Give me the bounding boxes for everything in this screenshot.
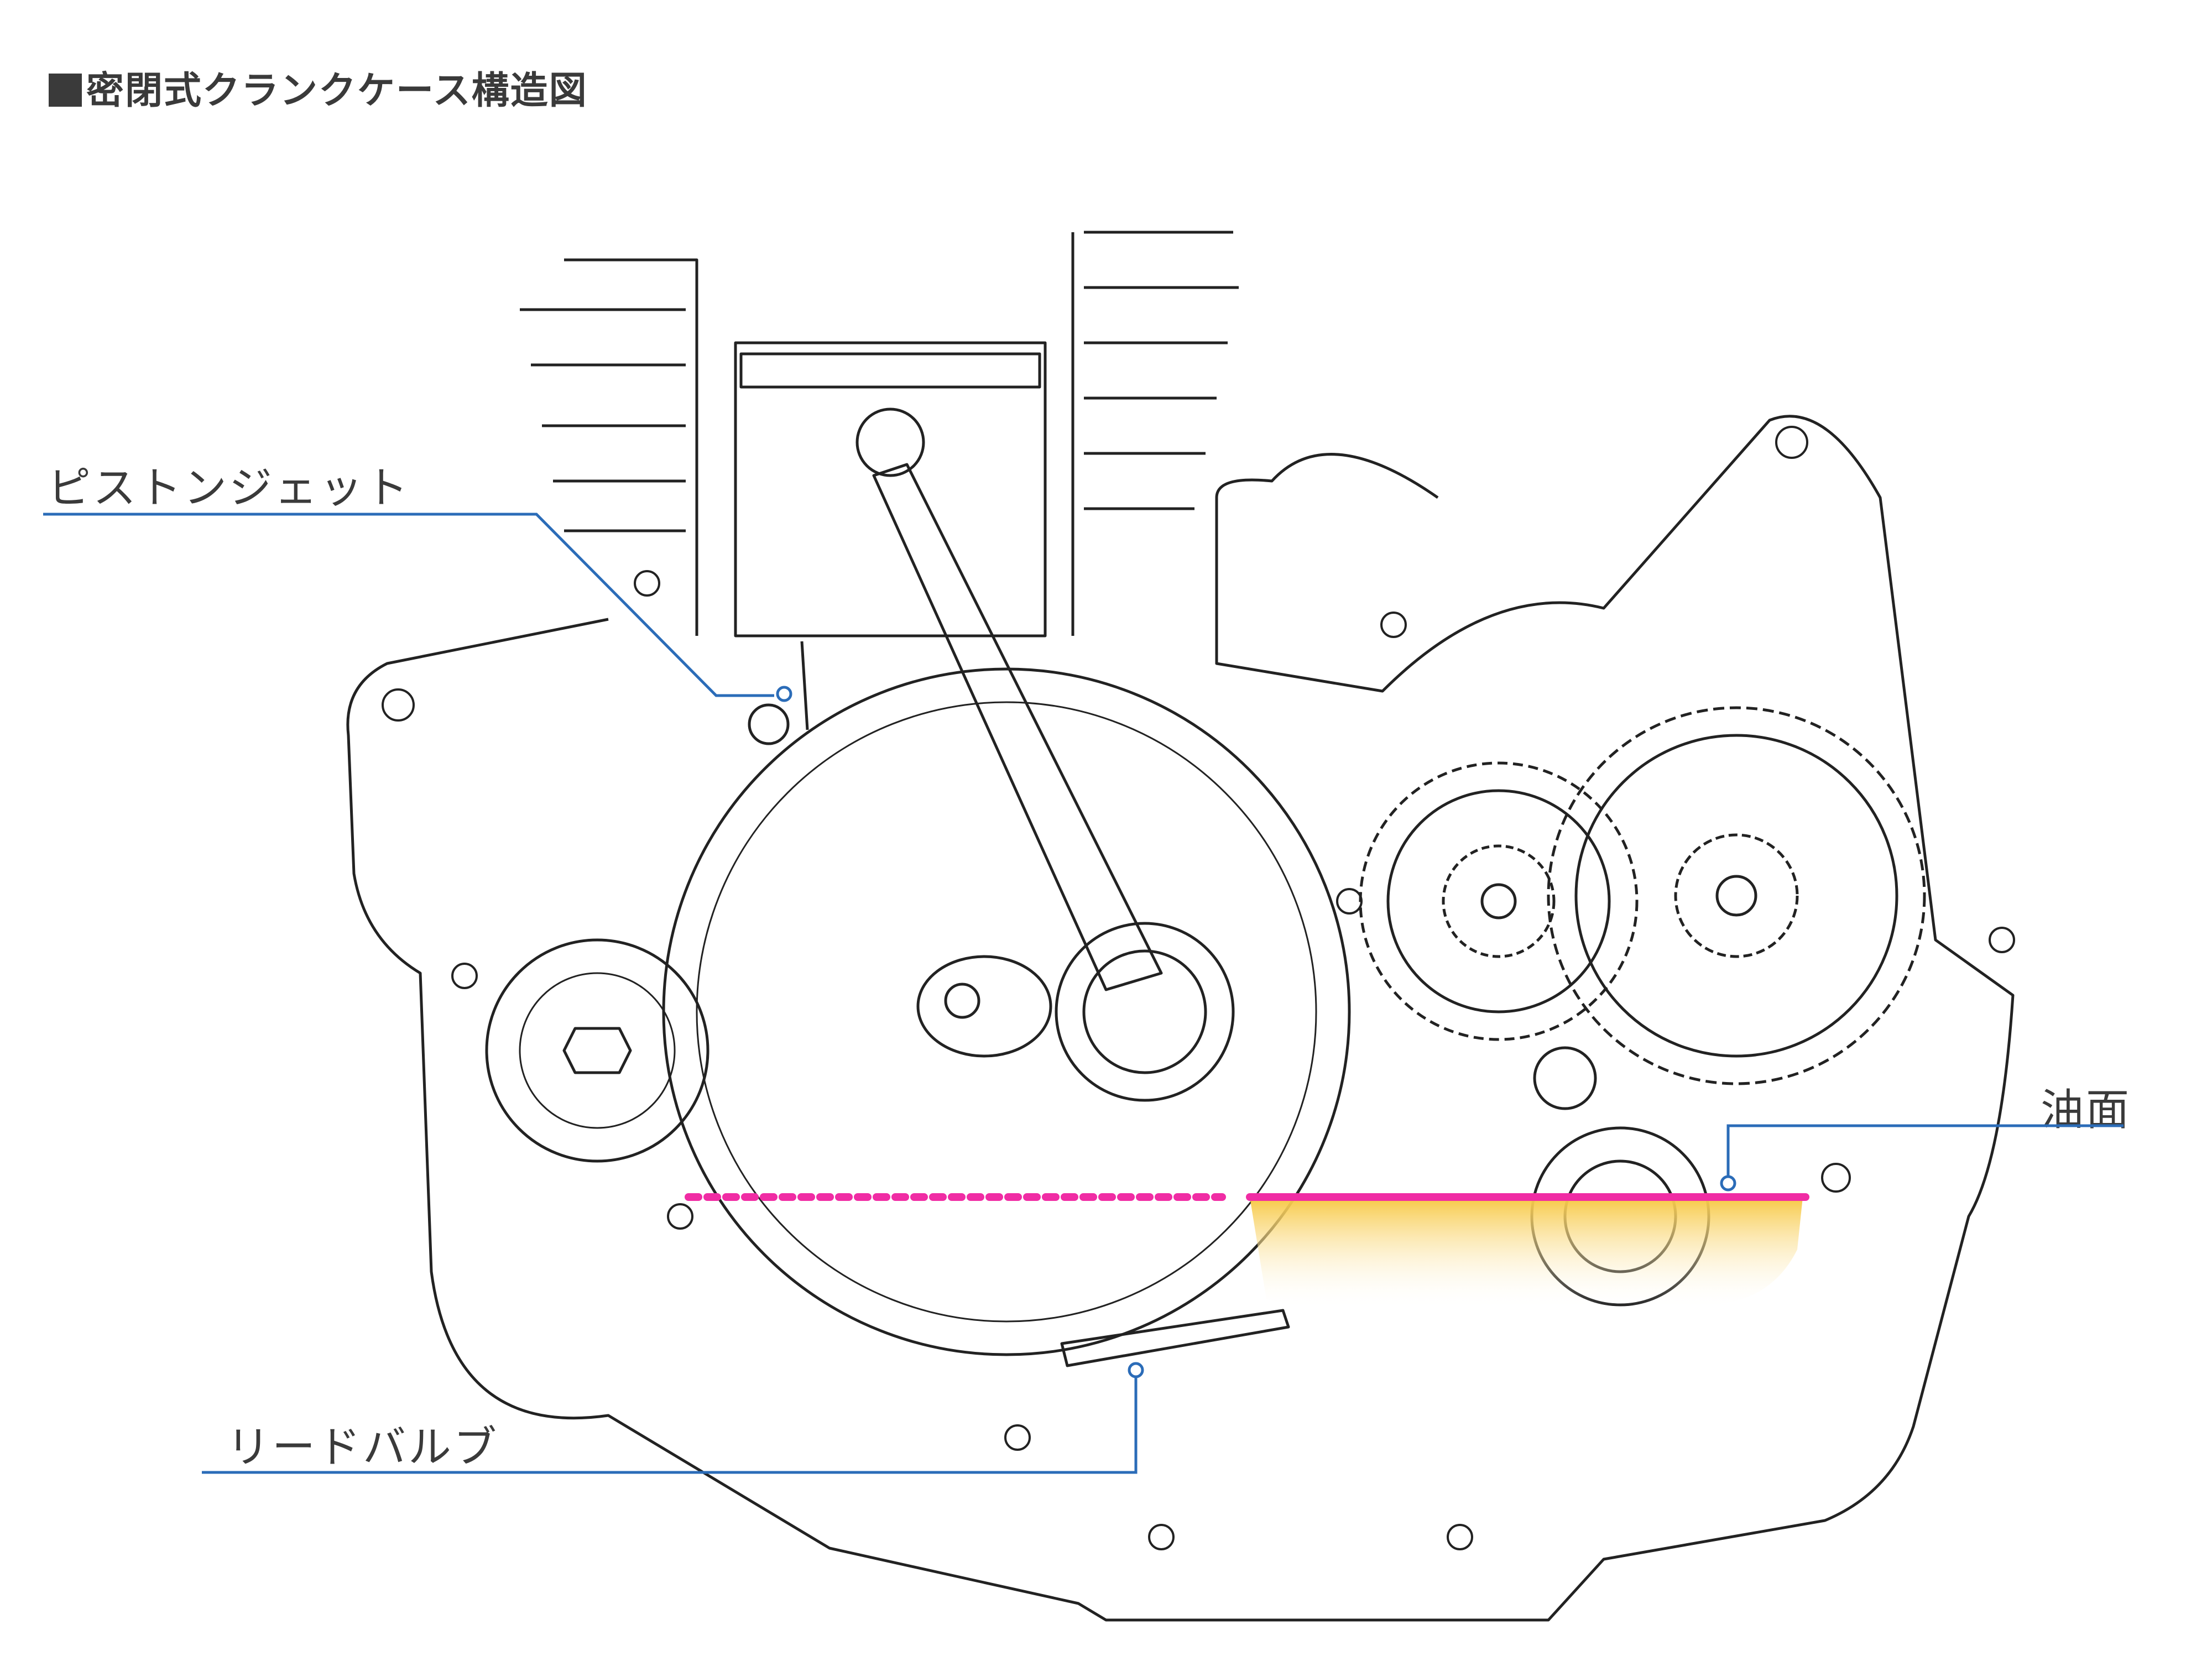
cylinder-fins-left xyxy=(520,258,698,636)
title-square-icon xyxy=(49,74,82,107)
leader-piston-jet-dot xyxy=(776,686,792,702)
piston-crown xyxy=(739,352,1041,389)
gear-large xyxy=(1547,706,1926,1085)
big-end-bearing xyxy=(1055,922,1235,1102)
cylinder-bore xyxy=(734,341,1047,638)
idler-shaft xyxy=(1533,1046,1597,1110)
main-bearing xyxy=(485,938,709,1163)
cylinder-fins-right xyxy=(1071,231,1239,636)
title-text: 密閉式クランクケース構造図 xyxy=(86,69,588,113)
crank-pin-web xyxy=(916,955,1052,1058)
oil-fill xyxy=(1250,1197,1803,1309)
connecting-rod xyxy=(872,463,1163,991)
leader-reed-valve-dot xyxy=(1128,1362,1144,1378)
piston-jet-nozzle xyxy=(748,703,790,745)
label-piston-jet: ピストンジェット xyxy=(48,463,411,513)
gear-small xyxy=(1359,761,1639,1041)
bolt-holes xyxy=(382,426,2015,1550)
leader-oil-level xyxy=(1726,1124,2124,1178)
label-reed-valve: リードバルブ xyxy=(227,1423,499,1472)
reed-valve-body xyxy=(1060,1309,1290,1367)
leader-reed-valve xyxy=(202,1376,1138,1474)
piston-pin xyxy=(855,407,925,477)
crankcase-outline xyxy=(346,415,2015,1622)
diagram-title: 密閉式クランクケース構造図 xyxy=(49,60,588,114)
leader-oil-level-dot xyxy=(1720,1175,1736,1192)
leader-piston-jet xyxy=(43,513,774,697)
